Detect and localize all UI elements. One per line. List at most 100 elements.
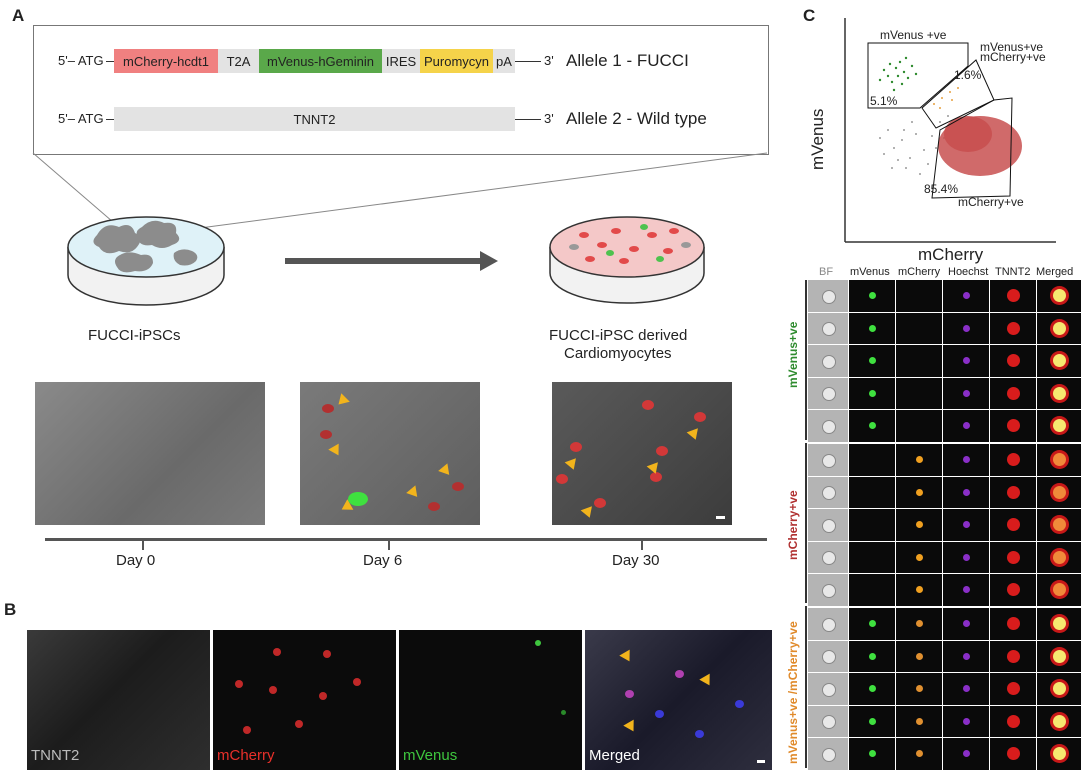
cell-signal bbox=[822, 518, 836, 533]
tile-hoechst bbox=[943, 377, 989, 409]
cell-signal bbox=[822, 583, 836, 598]
cm-cell bbox=[579, 232, 589, 238]
cell-signal bbox=[1006, 682, 1020, 696]
cell-signal bbox=[868, 292, 876, 300]
allele1-trailing-line bbox=[515, 61, 541, 62]
cell-signal bbox=[868, 652, 876, 660]
tile-hoechst bbox=[943, 705, 989, 737]
orange-population bbox=[933, 87, 959, 109]
cell-signal bbox=[1006, 419, 1020, 433]
tile-bf bbox=[808, 574, 848, 606]
arrowhead-marker bbox=[564, 458, 580, 472]
tile-bf bbox=[808, 377, 848, 409]
segment-tnnt2: TNNT2 bbox=[114, 107, 515, 131]
allele2-prefix: 5'– ATG bbox=[58, 111, 104, 126]
cm-cell bbox=[647, 232, 657, 238]
arrowhead-marker bbox=[699, 673, 715, 689]
cell-signal bbox=[1052, 714, 1066, 728]
tile-mcherry bbox=[896, 640, 942, 672]
group-label-mvenus: mVenus+ve bbox=[786, 321, 800, 388]
cell-signal bbox=[962, 750, 970, 758]
tile-tnnt2 bbox=[990, 673, 1036, 705]
tile-hoechst bbox=[943, 280, 989, 312]
tile-mvenus bbox=[849, 444, 895, 476]
cell-signal bbox=[1006, 714, 1020, 728]
tile-bf bbox=[808, 738, 848, 770]
cell-signal bbox=[822, 650, 836, 665]
tile-mvenus bbox=[849, 738, 895, 770]
allele2-label: Allele 2 - Wild type bbox=[566, 109, 707, 128]
cm-dish-label-2: Cardiomyocytes bbox=[564, 345, 672, 362]
allele1-prefix: 5'– ATG bbox=[58, 53, 104, 68]
cell-signal bbox=[1006, 485, 1020, 499]
allele2-suffix: 3' bbox=[544, 111, 554, 126]
red-nucleus bbox=[273, 648, 281, 656]
cell-signal bbox=[822, 419, 836, 434]
cell-signal bbox=[868, 620, 876, 628]
cm-cell-gray bbox=[569, 244, 579, 250]
tile-tnnt2 bbox=[990, 345, 1036, 377]
group-divider bbox=[805, 606, 807, 768]
cell-signal bbox=[1006, 321, 1020, 335]
tile-merged bbox=[1037, 705, 1081, 737]
tile-merged bbox=[1037, 640, 1081, 672]
ipsc-colony bbox=[93, 225, 141, 254]
cell-signal bbox=[1052, 747, 1066, 761]
col-bf: BF bbox=[819, 266, 834, 278]
merged-channel-label: Merged bbox=[589, 747, 640, 764]
red-nucleus bbox=[570, 442, 582, 452]
tile-bf bbox=[808, 705, 848, 737]
tile-hoechst bbox=[943, 410, 989, 442]
tile-bf bbox=[808, 640, 848, 672]
red-nucleus bbox=[243, 726, 251, 734]
ipsc-dish bbox=[67, 216, 225, 306]
tile-bf bbox=[808, 280, 848, 312]
tile-tnnt2 bbox=[990, 312, 1036, 344]
cell-signal bbox=[822, 551, 836, 566]
mvenus-image: mVenus bbox=[399, 630, 582, 770]
green-nucleus bbox=[535, 640, 541, 646]
tile-mcherry bbox=[896, 673, 942, 705]
tile-mcherry bbox=[896, 608, 942, 640]
cell-signal bbox=[1052, 682, 1066, 696]
gate-double-percent: 1.6% bbox=[954, 68, 982, 82]
imaging-grid bbox=[808, 280, 1082, 770]
day6-micrograph bbox=[300, 382, 480, 525]
cell-signal bbox=[822, 617, 836, 632]
tile-mcherry bbox=[896, 541, 942, 573]
cell-signal bbox=[1006, 583, 1020, 597]
green-nucleus bbox=[561, 710, 566, 715]
timeline-tick bbox=[388, 540, 390, 550]
day0-micrograph bbox=[35, 382, 265, 525]
red-nucleus bbox=[656, 446, 668, 456]
cell-signal bbox=[868, 750, 876, 758]
tile-hoechst bbox=[943, 541, 989, 573]
tile-mcherry bbox=[896, 476, 942, 508]
cm-cell-green bbox=[606, 250, 614, 256]
cm-cell-green bbox=[640, 224, 648, 230]
scale-bar bbox=[716, 516, 725, 519]
tile-mvenus bbox=[849, 280, 895, 312]
segment-ires: IRES bbox=[382, 49, 420, 73]
tile-merged bbox=[1037, 738, 1081, 770]
red-nucleus bbox=[353, 678, 361, 686]
cell-signal bbox=[962, 357, 970, 365]
arrowhead-marker bbox=[580, 506, 596, 520]
construct-callout bbox=[33, 25, 769, 155]
tnnt2-image: TNNT2 bbox=[27, 630, 210, 770]
cell-signal bbox=[1052, 453, 1066, 467]
tile-hoechst bbox=[943, 444, 989, 476]
gate-mvenus-label: mVenus +ve bbox=[880, 28, 947, 42]
tile-mcherry bbox=[896, 377, 942, 409]
tile-mcherry bbox=[896, 280, 942, 312]
tile-mvenus bbox=[849, 312, 895, 344]
red-nucleus bbox=[235, 680, 243, 688]
tile-bf bbox=[808, 476, 848, 508]
mcherry-channel-label: mCherry bbox=[217, 747, 275, 764]
tile-mcherry bbox=[896, 705, 942, 737]
cell-signal bbox=[868, 685, 876, 693]
tile-merged bbox=[1037, 574, 1081, 606]
red-nucleus bbox=[642, 400, 654, 410]
arrowhead-marker bbox=[623, 719, 639, 735]
tile-mvenus bbox=[849, 345, 895, 377]
